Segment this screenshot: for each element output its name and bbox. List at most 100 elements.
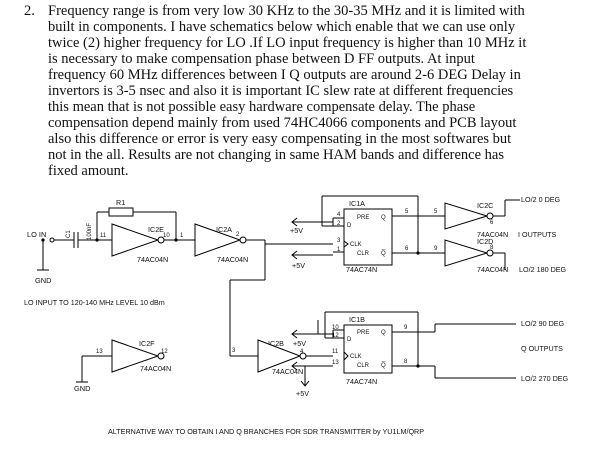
ic1b-label: IC1B <box>349 315 365 324</box>
pin-qn: Q̅ <box>381 250 386 257</box>
pin-label: 5 <box>434 209 438 215</box>
pin-label: 10 <box>332 325 339 331</box>
paragraph-line: is necessary to make compensation phase … <box>48 51 475 67</box>
ic1b-flipflop <box>343 324 393 374</box>
pin-label: 8 <box>490 245 494 251</box>
lo2-270deg-label: LO/2 270 DEG <box>521 374 569 383</box>
supply-label: +5V <box>292 261 305 270</box>
ic1a-type: 74AC74N <box>346 265 377 274</box>
pin-label: 4 <box>337 212 341 218</box>
supply-label: +5V <box>296 389 309 398</box>
pin-q: Q <box>381 330 386 336</box>
pin-label: 11 <box>332 349 339 355</box>
paragraph-line: Frequency range is from very low 30 KHz … <box>48 3 525 19</box>
ic2e-label: IC2E <box>148 225 164 234</box>
pin-label: 2 <box>236 232 240 238</box>
lo2-180deg-label: LO/2 180 DEG <box>519 265 567 274</box>
pin-clk: CLK <box>350 354 362 360</box>
clock-symbol <box>343 351 349 361</box>
pin-qn: Q̅ <box>381 362 386 369</box>
pin-clr: CLR <box>357 251 370 257</box>
ic2c-type: 74AC04N <box>477 230 508 239</box>
pin-pre: PRE <box>357 215 369 221</box>
pin-label: 13 <box>332 360 339 366</box>
lo2-90deg-label: LO/2 90 DEG <box>521 319 565 328</box>
lo-in-label: LO IN <box>27 230 46 239</box>
ic2f-type: 74AC04N <box>140 364 171 373</box>
pin-label: 6 <box>405 246 409 252</box>
pin-label: 11 <box>100 233 107 239</box>
lo2-0deg-label: LO/2 0 DEG <box>521 195 561 204</box>
ic1a-label: IC1A <box>349 199 365 208</box>
junction-dot <box>95 238 99 242</box>
pin-label: 3 <box>232 348 236 354</box>
arrow-icon <box>291 329 298 339</box>
pin-label: 8 <box>404 359 408 365</box>
paragraph-line: frequency 60 MHz differences between I Q… <box>48 67 521 83</box>
pin-label: 5 <box>405 209 409 215</box>
paragraph-line: fixed amount. <box>48 163 129 179</box>
r1-resistor <box>108 207 134 217</box>
ic2a-inverter <box>194 223 242 257</box>
ic2e-inverter <box>111 223 160 257</box>
ic2c-label: IC2C <box>477 201 493 210</box>
r1-label: R1 <box>116 198 125 207</box>
pin-label: 4 <box>300 349 304 355</box>
ic1b-type: 74AC74N <box>346 377 377 386</box>
gnd-label: GND <box>74 384 90 393</box>
paragraph-line: built in components. I have schematics b… <box>48 19 516 35</box>
ic2b-label: IC2B <box>268 339 284 348</box>
clock-symbol <box>343 240 349 248</box>
c1-label: C1 <box>66 230 72 238</box>
junction-dot <box>174 238 178 242</box>
c1-value: 100nF <box>87 223 93 240</box>
pin-label: 1 <box>180 233 184 239</box>
paragraph-line: also this difference or error is very ea… <box>48 131 512 147</box>
arrow-icon <box>291 217 298 227</box>
ic2c-inverter <box>444 202 489 230</box>
paragraph-line: not in the all. Results are not changing… <box>48 147 504 163</box>
pin-label: 10 <box>163 233 170 239</box>
pin-clr: CLR <box>357 363 370 369</box>
ic2a-label: IC2A <box>216 225 232 234</box>
ic2b-type: 74AC04N <box>272 367 303 376</box>
pin-label: 6 <box>490 220 494 226</box>
supply-label: +5V <box>293 339 306 348</box>
pin-label: 13 <box>96 349 103 355</box>
i-outputs-label: I OUTPUTS <box>518 230 557 239</box>
q-outputs-label: Q OUTPUTS <box>521 344 563 353</box>
pin-label: 9 <box>404 325 408 331</box>
pin-label: 3 <box>337 238 341 244</box>
pin-q: Q <box>381 215 386 221</box>
arrow-icon <box>300 380 310 387</box>
junction-dot <box>416 364 420 368</box>
inverter-bubble <box>157 352 165 360</box>
pin-d: D <box>347 337 352 343</box>
paragraph-line: this mean that is not possible easy hard… <box>48 99 476 115</box>
pin-label: 2 <box>337 221 341 227</box>
ic2e-type: 74AC04N <box>137 255 168 264</box>
ic2b-inverter <box>257 339 302 373</box>
pin-label: 12 <box>161 349 168 355</box>
pin-pre: PRE <box>357 330 369 336</box>
ic2d-label: IC2D <box>477 237 493 246</box>
pin-d: D <box>347 223 352 229</box>
supply-label: +5V <box>290 226 303 235</box>
arrow-icon <box>291 250 298 260</box>
pin-label: 12 <box>332 333 339 339</box>
junction-dot <box>41 238 45 242</box>
gnd-label: GND <box>35 276 51 285</box>
inverter-bubble <box>239 236 247 244</box>
ic1a-flipflop <box>343 208 393 266</box>
pin-label: 1 <box>337 247 341 253</box>
paragraph-line: twice (2) higher frequency for LO .If LO… <box>48 35 527 51</box>
ic2d-type: 74AC04N <box>477 265 508 274</box>
schematic-caption: ALTERNATIVE WAY TO OBTAIN I AND Q BRANCH… <box>108 427 424 436</box>
paragraph-number: 2. <box>24 3 35 19</box>
pin-clk: CLK <box>350 242 362 248</box>
arrow-icon <box>291 361 298 371</box>
lo-input-note: LO INPUT TO 120-140 MHz LEVEL 10 dBm <box>24 298 165 307</box>
paragraph-text: Frequency range is from very low 30 KHz … <box>48 3 534 179</box>
paragraph: 2. Frequency range is from very low 30 K… <box>0 0 600 190</box>
ic2d-inverter <box>444 239 489 267</box>
